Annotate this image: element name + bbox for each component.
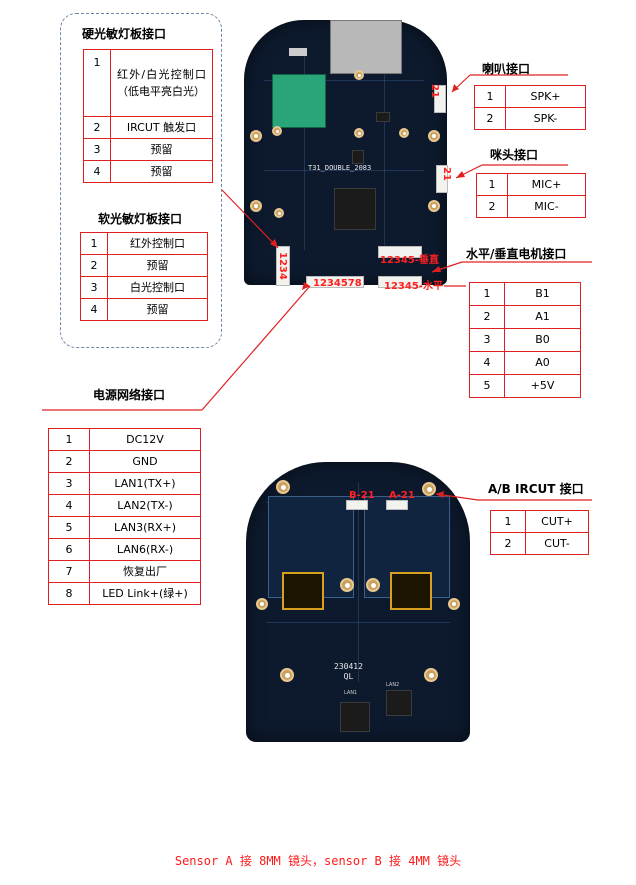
- table-row: 4 预留: [83, 160, 213, 183]
- table-row: 1 红外/白光控制口（低电平亮白光）: [83, 49, 213, 117]
- ql-text: QL: [343, 672, 354, 681]
- pin-description: 红外/白光控制口（低电平亮白光）: [110, 49, 213, 117]
- motor-title: 水平/垂直电机接口: [466, 247, 567, 261]
- pin-description: 红外控制口: [107, 232, 208, 255]
- pin-number: 5: [469, 374, 505, 398]
- vertical-motor-label: 12345-垂直: [380, 255, 439, 266]
- arrow-head: [432, 266, 441, 272]
- soc-chip: [334, 188, 376, 230]
- b-ircut-connector: [346, 500, 368, 510]
- arrow-head: [270, 239, 278, 248]
- image-sensor-a: [282, 572, 324, 610]
- power-connector: [306, 276, 364, 288]
- pin-description: A0: [504, 351, 581, 375]
- ircut-title: A/B IRCUT 接口: [488, 482, 584, 496]
- board-date-code: 230412 QL: [334, 662, 363, 682]
- table-row: 5+5V: [469, 374, 581, 398]
- horizontal-motor-connector: [378, 276, 422, 288]
- led-connector: [276, 246, 290, 286]
- power-leader: [201, 285, 311, 411]
- pin-number: 2: [474, 107, 506, 130]
- pin-number: 2: [490, 532, 526, 555]
- arrow-head: [452, 84, 459, 92]
- pin-number: 4: [469, 351, 505, 375]
- sensor-board-photo: 230412 QL LAN1 LAN2: [246, 462, 470, 742]
- speaker-title: 喇叭接口: [482, 62, 531, 76]
- table-row: 2 IRCUT 触发口: [83, 116, 213, 139]
- pin-number: 3: [469, 328, 505, 352]
- ic-chip: [386, 690, 412, 716]
- hard-sensor-title: 硬光敏灯板接口: [82, 27, 167, 41]
- pin-description: CUT+: [525, 510, 589, 533]
- pin-number: 4: [80, 298, 108, 321]
- image-sensor-b: [390, 572, 432, 610]
- speaker-connector: [434, 85, 446, 113]
- main-board-photo: T31_DOUBLE_2083: [244, 20, 448, 288]
- b-ircut-label: B-21: [349, 490, 375, 501]
- footer-note: Sensor A 接 8MM 镜头，sensor B 接 4MM 镜头: [174, 854, 462, 868]
- lan1-label: LAN1: [344, 690, 358, 696]
- mic-title: 咪头接口: [490, 148, 539, 162]
- pin-description: LED Link+(绿+): [89, 582, 201, 605]
- pin-description: SPK-: [505, 107, 586, 130]
- wifi-module: [272, 74, 326, 128]
- hard-sensor-leader: [221, 189, 279, 249]
- pin-description: +5V: [504, 374, 581, 398]
- usb-port: [289, 48, 307, 56]
- pin-description: 白光控制口: [107, 276, 208, 299]
- ic-chip: [340, 702, 370, 732]
- pcb-name: T31_DOUBLE_2083: [308, 164, 372, 172]
- mic-connector: [436, 165, 448, 193]
- sd-card-slot: [330, 20, 402, 74]
- a-ircut-label: A-21: [389, 490, 415, 501]
- vertical-motor-connector: [378, 246, 422, 258]
- pin-description: 恢复出厂: [89, 560, 201, 583]
- lan2-label: LAN2: [386, 682, 400, 688]
- horizontal-motor-label: 12345-水平: [384, 281, 443, 292]
- pin-description: 预留: [107, 298, 208, 321]
- arrow-head: [456, 171, 465, 178]
- a-ircut-connector: [386, 500, 408, 510]
- hard-sensor-table: 1 红外/白光控制口（低电平亮白光） 2 IRCUT 触发口 3 预留 4 预留: [83, 49, 213, 183]
- pin-description: 预留: [110, 160, 213, 183]
- ic-chip: [376, 112, 390, 122]
- power-title: 电源网络接口: [93, 388, 166, 402]
- pin-description: LAN2(TX-): [89, 494, 201, 517]
- arrow-head: [436, 491, 444, 498]
- soft-sensor-title: 软光敏灯板接口: [98, 212, 183, 226]
- date-code-text: 230412: [334, 662, 363, 671]
- sensor-group-frame: [60, 13, 222, 348]
- power-connector-label: 1234578: [313, 278, 362, 289]
- pin-description: IRCUT 触发口: [110, 116, 213, 139]
- ic-chip: [352, 150, 364, 164]
- arrow-head: [302, 282, 310, 290]
- pin-description: MIC-: [507, 195, 586, 218]
- pin-description: CUT-: [525, 532, 589, 555]
